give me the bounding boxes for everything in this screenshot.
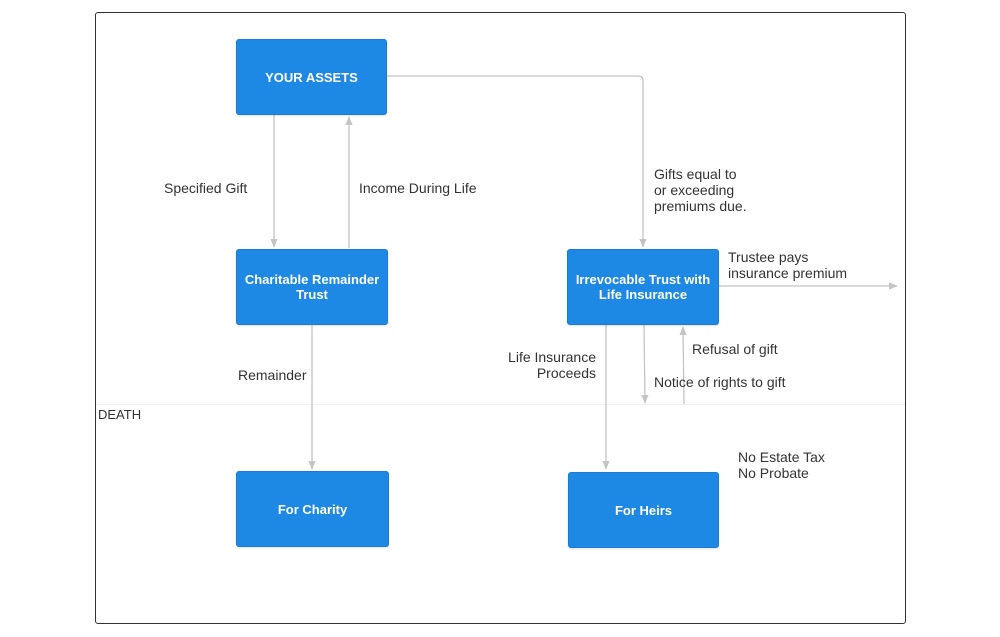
label-remainder: Remainder [238, 367, 307, 383]
node-irrevocable-trust: Irrevocable Trust with Life Insurance [567, 249, 719, 325]
death-divider-line [96, 404, 905, 405]
label-gifts-equal: Gifts equal to or exceeding premiums due… [654, 166, 747, 214]
label-life-insurance-proceeds: Life Insurance Proceeds [508, 349, 596, 381]
arrow-refusal-of-gift [679, 326, 687, 405]
node-your-assets: YOUR ASSETS [236, 39, 387, 115]
node-charitable-remainder-trust: Charitable Remainder Trust [236, 249, 388, 325]
label-specified-gift: Specified Gift [164, 180, 248, 196]
arrow-notice-of-rights [641, 324, 649, 404]
diagram-frame [95, 12, 906, 624]
label-trustee-pays: Trustee pays insurance premium [728, 249, 848, 281]
label-refusal-of-gift: Refusal of gift [692, 341, 778, 357]
label-no-estate-tax: No Estate Tax No Probate [738, 449, 825, 481]
node-for-charity: For Charity [236, 471, 389, 547]
label-death: DEATH [98, 407, 142, 422]
arrow-gifts-to-trust [387, 75, 647, 248]
label-income-during-life: Income During Life [359, 180, 477, 196]
node-for-heirs: For Heirs [568, 472, 719, 548]
label-notice-of-rights: Notice of rights to gift [654, 374, 786, 390]
